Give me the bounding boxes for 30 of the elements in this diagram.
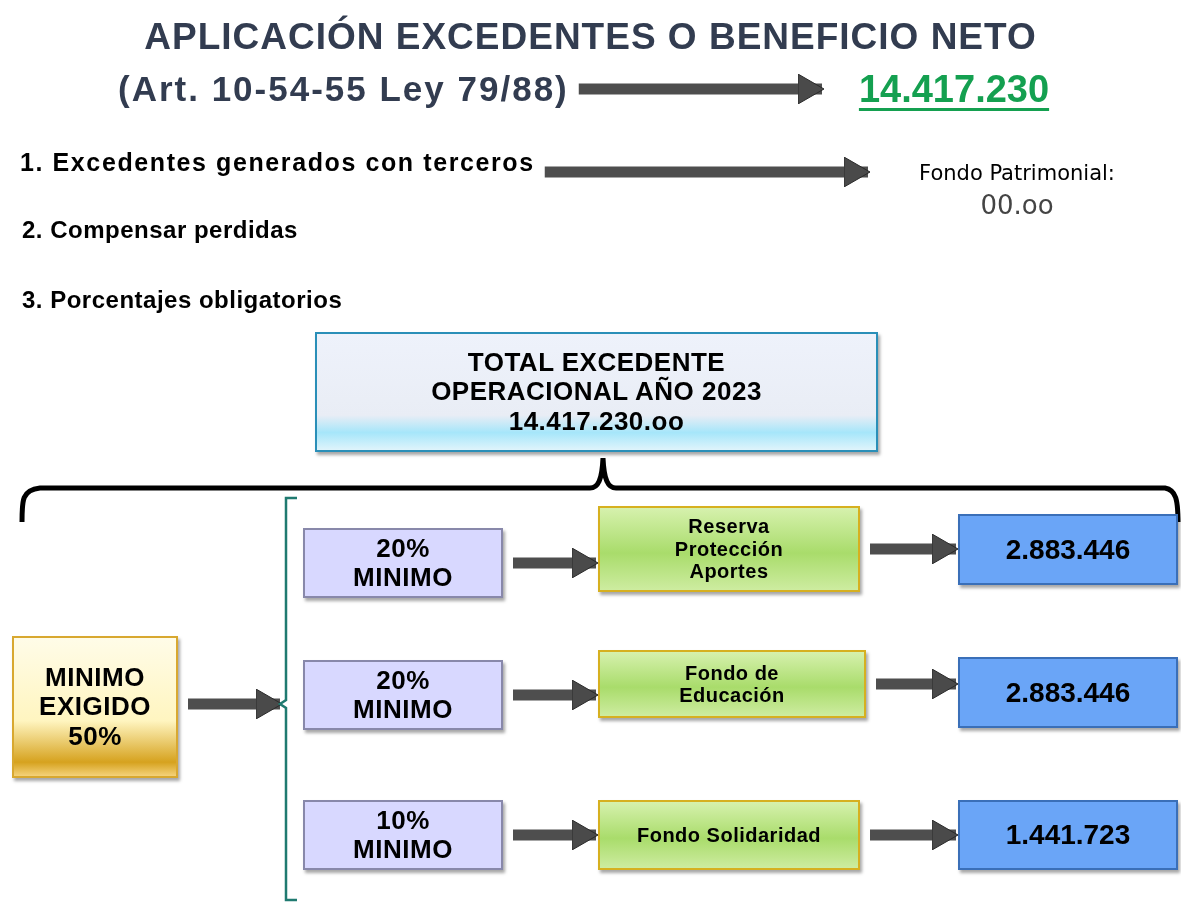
- amount-box: 2.883.446: [958, 657, 1178, 728]
- block-arrow: [513, 819, 599, 851]
- block-arrow: [870, 533, 959, 565]
- block-arrow: [544, 156, 871, 188]
- list-item: 3. Porcentajes obligatorios: [22, 286, 343, 314]
- percentage-box: 20% MINIMO: [303, 528, 503, 598]
- block-arrow: [870, 819, 959, 851]
- block-arrow: [513, 547, 599, 579]
- total-box: [315, 332, 878, 452]
- title: APLICACIÓN EXCEDENTES O BENEFICIO NETO: [143, 16, 1038, 58]
- percentage-box: 10% MINIMO: [303, 800, 503, 870]
- block-arrow: [188, 688, 283, 720]
- amount-text: 14.417.230.oo: [508, 406, 685, 436]
- amount-box: 2.883.446: [958, 514, 1178, 585]
- note-text: 00.oo: [980, 191, 1054, 221]
- minimum-box: MINIMO EXIGIDO 50%: [12, 636, 178, 778]
- block-arrow: [876, 668, 959, 700]
- block-arrow: [513, 679, 599, 711]
- amount-text: 14.417.230: [858, 67, 1050, 111]
- block-arrow: [578, 73, 825, 105]
- reference-text: (Art. 10-54-55 Ley 79/88): [118, 69, 569, 109]
- list-item: 2. Compensar perdidas: [22, 216, 298, 244]
- note-text: Fondo Patrimonial:: [919, 161, 1115, 186]
- fund-box: Fondo Solidaridad: [598, 800, 860, 870]
- percentage-box: 20% MINIMO: [303, 660, 503, 730]
- list-item: 1. Excedentes generados con terceros: [20, 148, 535, 176]
- amount-box: 1.441.723: [958, 800, 1178, 870]
- fund-box: Reserva Protección Aportes: [598, 506, 860, 592]
- heading-text: TOTAL EXCEDENTE OPERACIONAL AÑO 2023: [430, 348, 763, 407]
- fund-box: Fondo de Educación: [598, 650, 866, 718]
